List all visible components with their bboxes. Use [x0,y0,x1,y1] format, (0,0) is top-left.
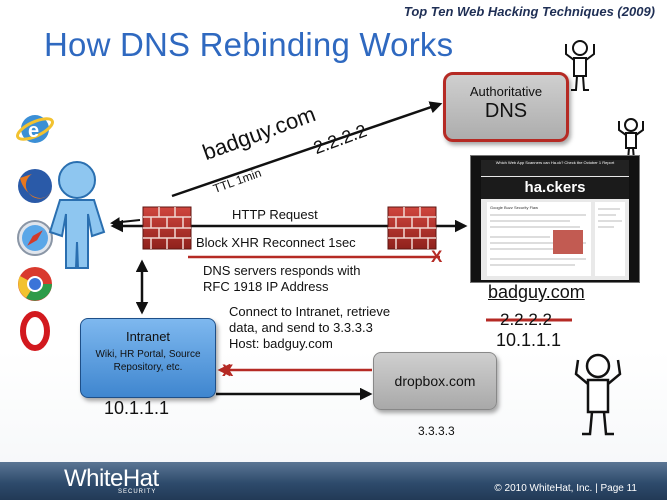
opera-icon [20,311,50,351]
screenshot-page: Which Web App Scanners can Ha.ck? Check … [481,160,629,280]
slide-title: How DNS Rebinding Works [44,26,454,63]
site-new-ip-label: 10.1.1.1 [496,330,562,350]
http-request-label: HTTP Request [232,207,318,222]
arrow-to-auth-dns [171,101,443,198]
connect-intranet-label: Connect to Intranet, retrieve data, and … [229,304,391,351]
footer-bar [0,462,667,500]
chrome-icon [18,267,52,301]
intranet-title: Intranet [125,329,171,344]
auth-dns-label-line1: Authoritative [469,84,543,99]
dropbox-ip-label: 3.3.3.3 [418,424,455,438]
hacker-figure-icon-bottom [574,353,622,436]
dns-response-label: DNS servers responds with RFC 1918 IP Ad… [203,263,361,294]
intranet-ip-label: 10.1.1.1 [104,398,170,418]
firewall-icon-right [387,206,437,250]
hacker-figure-icon-mid [618,118,644,161]
site-old-ip-label: 2.2.2.2 [500,310,552,329]
series-title: Top Ten Web Hacking Techniques (2009) [403,4,655,19]
top-bar [0,0,667,24]
screenshot-sidebar [595,202,625,276]
site-name-label: badguy.com [488,282,585,302]
attacker-site-screenshot: Which Web App Scanners can Ha.ck? Check … [471,156,639,282]
screenshot-content: Google Buzz Security Flaw [487,202,591,276]
intranet-desc-line2: Repository, etc. [113,362,183,373]
firefox-icon [18,169,52,203]
arrow-to-user [110,217,141,228]
user-figure-icon [48,161,106,269]
internet-explorer-icon: e [16,115,54,143]
screenshot-banner: Which Web App Scanners can Ha.ck? Check … [481,160,629,176]
hacker-figure-icon-top [565,40,595,91]
svg-text:e: e [28,120,39,142]
safari-icon [17,220,53,256]
blocked-x-mark-bottom: X [222,361,234,380]
screenshot-post-title: Google Buzz Security Flaw [490,205,539,210]
block-reconnect-label: Block XHR Reconnect 1sec [196,235,356,250]
footer-logo-sub: SECURITY [118,489,157,495]
firewall-icon-left [142,206,192,250]
intranet-description: Wiki, HR Portal, Source Repository, etc. [81,348,215,374]
intranet-desc-line1: Wiki, HR Portal, Source [95,349,201,360]
authoritative-dns-node: Authoritative DNS [443,72,569,142]
footer-copyright: © 2010 WhiteHat, Inc. | Page 11 [494,483,637,494]
blocked-x-mark-top: X [431,247,443,266]
screenshot-logo: ha.ckers [481,177,629,199]
auth-dns-label-line2: DNS [484,100,528,122]
dropbox-node: dropbox.com [373,352,497,410]
intranet-node: Intranet Wiki, HR Portal, Source Reposit… [80,318,216,398]
footer-logo: WhiteHat [64,465,159,492]
